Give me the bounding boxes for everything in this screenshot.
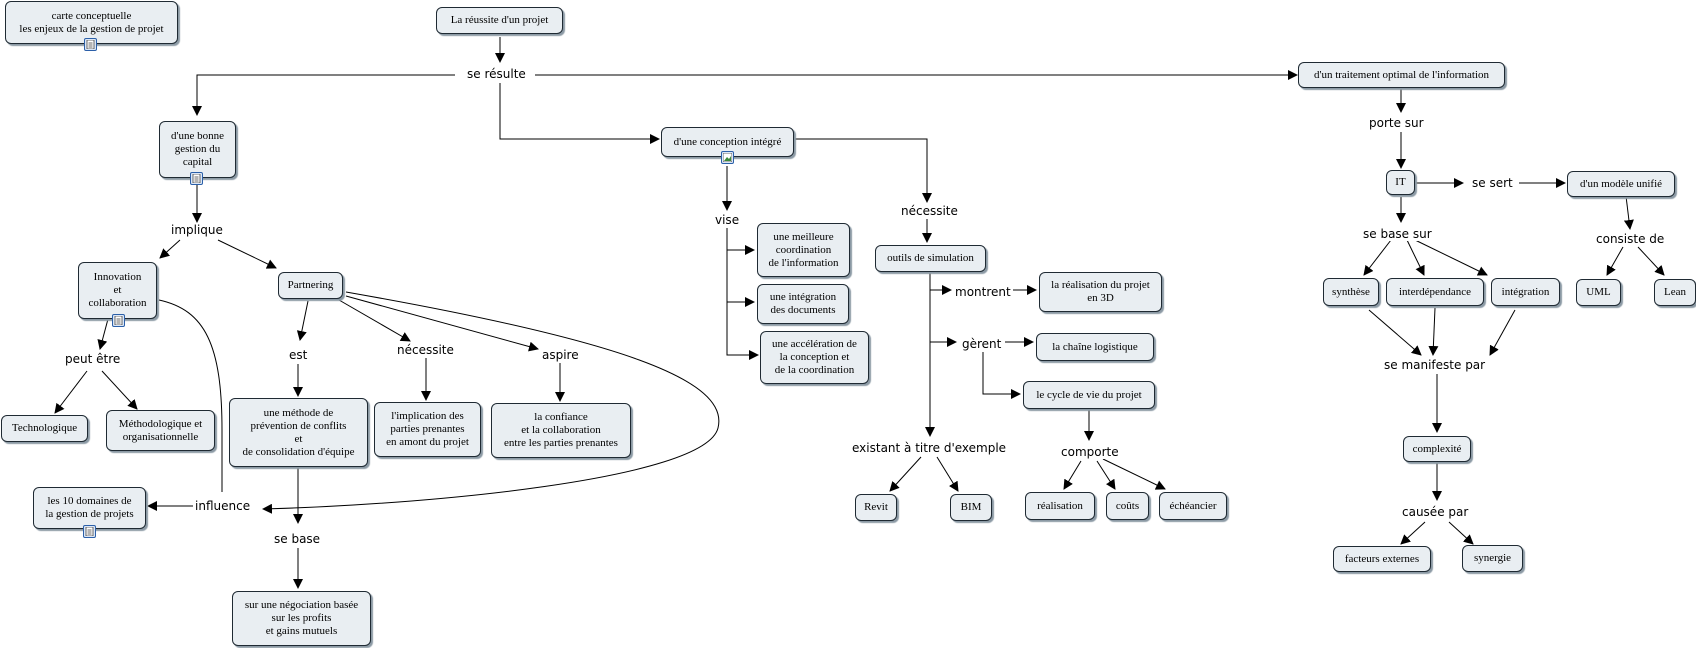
node-realisation[interactable]: réalisation bbox=[1025, 492, 1095, 520]
label-montrent: montrent bbox=[953, 285, 1013, 299]
node-reussite-projet[interactable]: La réussite d'un projet bbox=[436, 7, 563, 34]
label-se-manifeste-par: se manifeste par bbox=[1382, 358, 1488, 372]
document-icon[interactable] bbox=[112, 314, 125, 327]
node-modele-unifie[interactable]: d'un modèle unifié bbox=[1567, 171, 1675, 197]
node-complexite[interactable]: complexité bbox=[1403, 436, 1471, 462]
node-echeancier[interactable]: échéancier bbox=[1159, 492, 1227, 520]
node-traitement-optimal[interactable]: d'un traitement optimal de l'information bbox=[1298, 62, 1505, 88]
node-meilleure-coordination[interactable]: une meilleure coordination de l'informat… bbox=[757, 223, 850, 277]
label-necessite: nécessite bbox=[899, 204, 960, 218]
node-partnering[interactable]: Partnering bbox=[278, 272, 343, 299]
node-negociation[interactable]: sur une négociation basée sur les profit… bbox=[232, 591, 371, 646]
image-icon[interactable] bbox=[721, 151, 734, 164]
node-10-domaines[interactable]: les 10 domaines de la gestion de projets bbox=[33, 487, 146, 529]
label-implique: implique bbox=[169, 223, 225, 237]
label-porte-sur: porte sur bbox=[1367, 116, 1426, 130]
node-facteurs-externes[interactable]: facteurs externes bbox=[1333, 546, 1431, 572]
node-outils-simulation[interactable]: outils de simulation bbox=[875, 245, 986, 272]
node-revit[interactable]: Revit bbox=[855, 494, 897, 521]
document-icon[interactable] bbox=[83, 525, 96, 538]
label-aspire: aspire bbox=[540, 348, 581, 362]
label-vise: vise bbox=[713, 213, 742, 227]
node-technologique[interactable]: Technologique bbox=[1, 415, 88, 442]
label-necessite: nécessite bbox=[395, 343, 456, 357]
node-implication[interactable]: l'implication des parties prenantes en a… bbox=[374, 402, 481, 457]
node-confiance[interactable]: la confiance et la collaboration entre l… bbox=[491, 403, 631, 458]
label-peut-etre: peut être bbox=[63, 352, 123, 366]
node-acceleration[interactable]: une accélération de la conception et de … bbox=[760, 331, 869, 384]
document-icon[interactable] bbox=[190, 172, 203, 185]
node-cycle-vie[interactable]: le cycle de vie du projet bbox=[1023, 381, 1155, 409]
node-innovation-collaboration[interactable]: Innovation et collaboration bbox=[78, 262, 157, 319]
label-causee-par: causée par bbox=[1400, 505, 1471, 519]
label-existant: existant à titre d'exemple bbox=[850, 441, 1009, 455]
label-se-resulte: se résulte bbox=[465, 67, 528, 81]
label-est: est bbox=[287, 348, 310, 362]
label-comporte: comporte bbox=[1059, 445, 1121, 459]
node-it[interactable]: IT bbox=[1386, 170, 1415, 195]
node-methodologique[interactable]: Méthodologique et organisationnelle bbox=[106, 410, 215, 451]
label-gerent: gèrent bbox=[960, 337, 1004, 351]
label-se-base: se base bbox=[272, 532, 323, 546]
node-realisation-3d[interactable]: la réalisation du projet en 3D bbox=[1039, 272, 1162, 312]
node-bim[interactable]: BIM bbox=[950, 494, 992, 521]
label-consiste-de: consiste de bbox=[1594, 232, 1667, 246]
node-bonne-gestion[interactable]: d'une bonne gestion du capital bbox=[159, 121, 236, 178]
node-integration-documents[interactable]: une intégration des documents bbox=[757, 284, 849, 324]
document-icon[interactable] bbox=[84, 38, 97, 51]
label-influence: influence bbox=[193, 499, 253, 513]
node-chaine-logistique[interactable]: la chaîne logistique bbox=[1036, 333, 1154, 361]
node-methode-prevention[interactable]: une méthode de prévention de conflits et… bbox=[229, 398, 368, 467]
node-synergie[interactable]: synergie bbox=[1462, 545, 1523, 572]
node-carte-conceptuelle[interactable]: carte conceptuelle les enjeux de la gest… bbox=[5, 1, 178, 44]
node-synthese[interactable]: synthèse bbox=[1323, 278, 1379, 306]
label-se-sert: se sert bbox=[1470, 176, 1515, 190]
node-couts[interactable]: coûts bbox=[1106, 492, 1149, 520]
node-lean[interactable]: Lean bbox=[1654, 279, 1696, 306]
node-integration[interactable]: intégration bbox=[1491, 278, 1560, 306]
label-se-base-sur: se base sur bbox=[1361, 227, 1434, 241]
node-interdependance[interactable]: interdépendance bbox=[1386, 278, 1484, 306]
node-uml[interactable]: UML bbox=[1576, 279, 1621, 306]
